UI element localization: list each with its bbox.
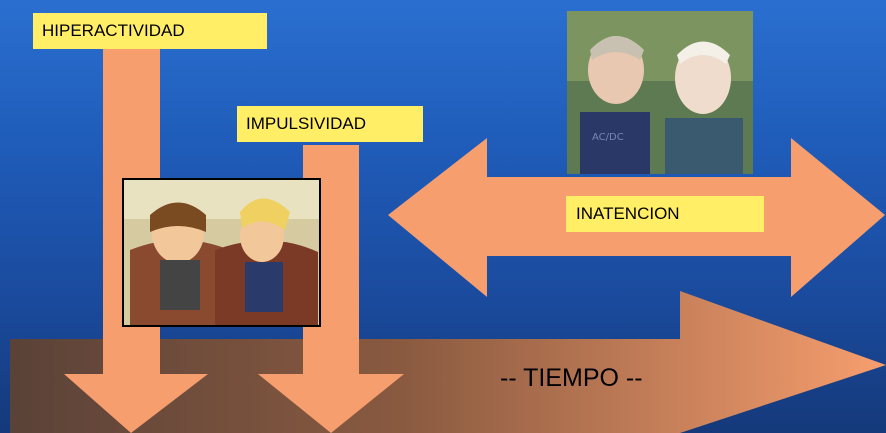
live-action-picture-drawing: AC/DC	[567, 11, 753, 174]
impulsividad-label: IMPULSIVIDAD	[237, 106, 423, 142]
tiempo-label: -- TIEMPO --	[500, 364, 643, 392]
hiperactividad-label: HIPERACTIVIDAD	[33, 13, 267, 49]
svg-text:AC/DC: AC/DC	[592, 132, 624, 143]
time-arrow	[10, 291, 886, 433]
live-action-photo	[567, 11, 753, 174]
inatencion-label: INATENCION	[566, 196, 764, 232]
cartoon-photo	[122, 178, 321, 327]
cartoon-picture-drawing	[123, 179, 320, 326]
impulsividad-arrow	[258, 145, 404, 433]
